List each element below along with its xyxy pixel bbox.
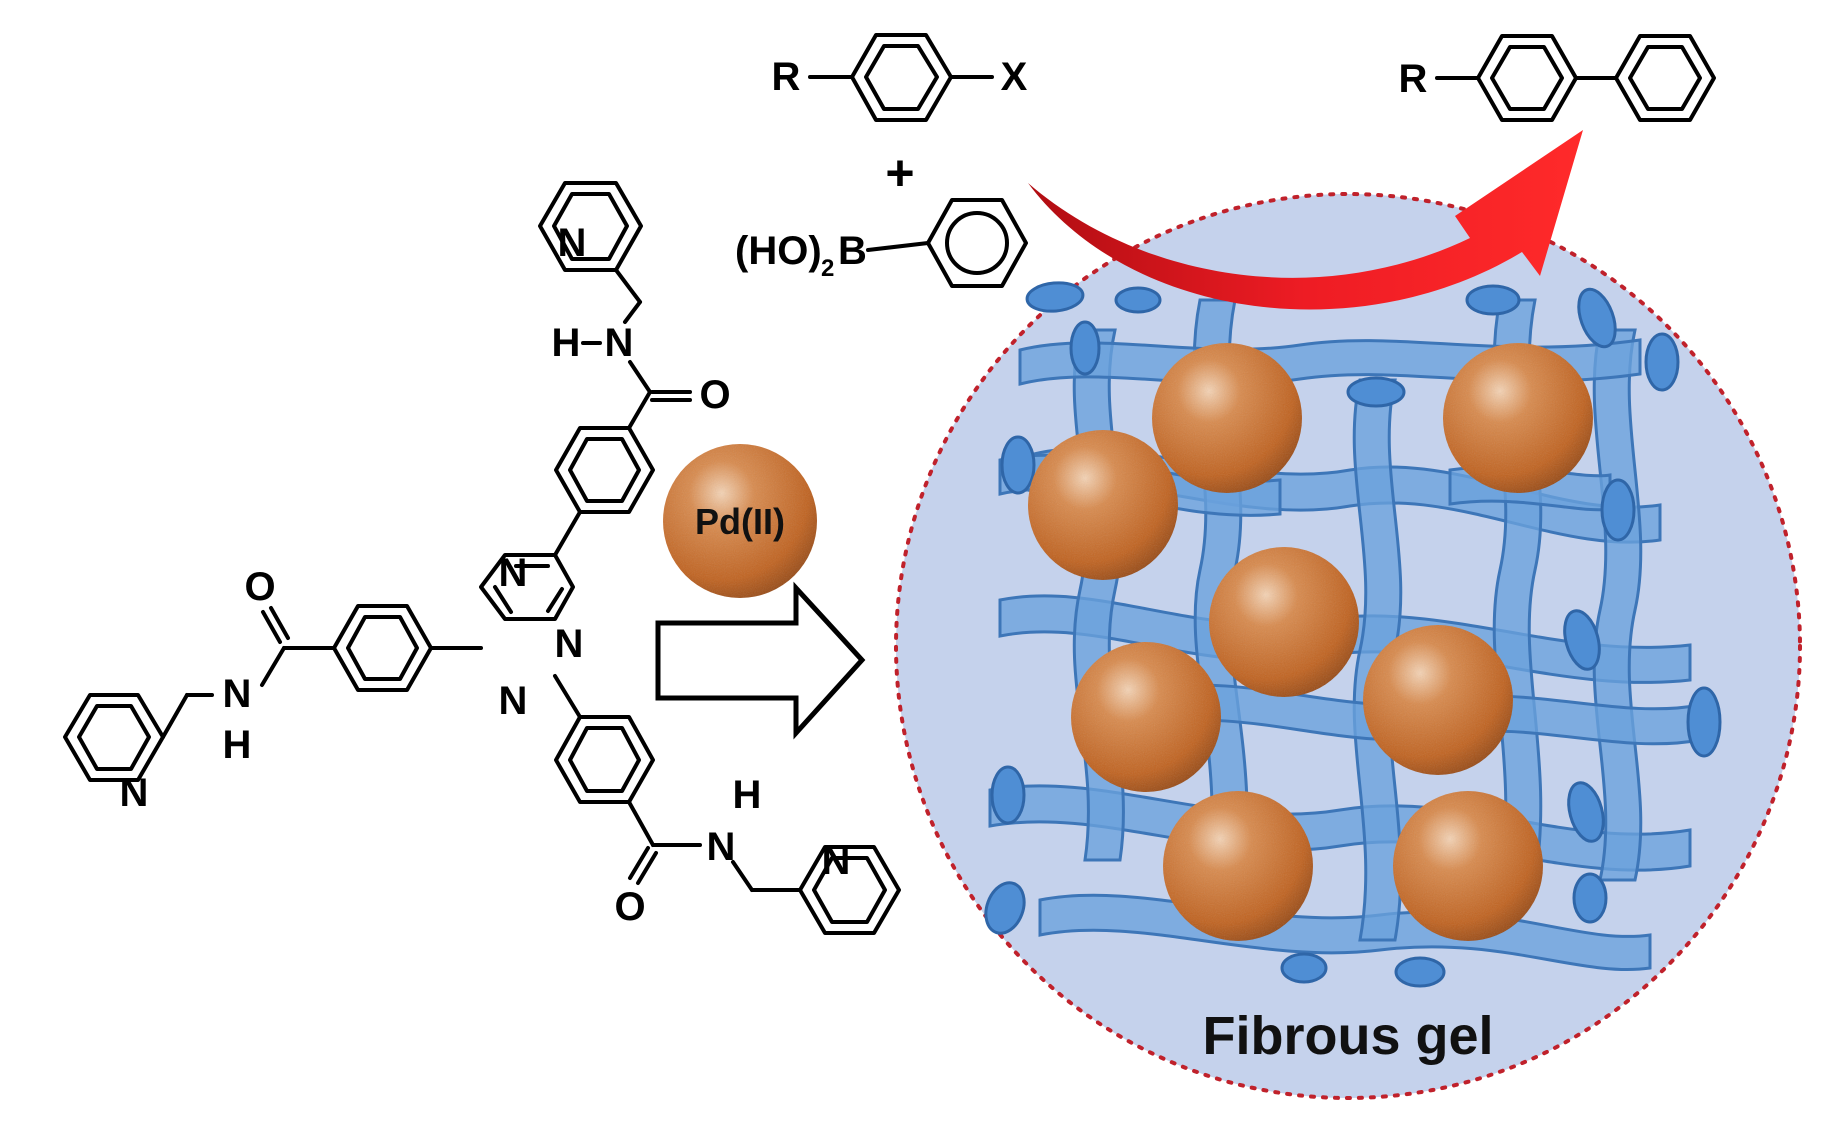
fiber-end <box>1600 478 1636 542</box>
atom-n-triazine-2: N <box>555 622 584 666</box>
aromatic-circle <box>945 211 1009 275</box>
fibrous-gel-network: Fibrous gel <box>894 192 1802 1100</box>
atom-n-bottom-amide: N <box>707 825 736 869</box>
atom-h-left-amide: H <box>223 723 252 767</box>
bond <box>731 860 754 892</box>
plus-sign: + <box>885 145 914 201</box>
biphenyl-product: R <box>1399 34 1716 122</box>
pd-particle-texture <box>1163 791 1313 941</box>
carbonyl-double-bond <box>261 610 282 644</box>
gel-label: Fibrous gel <box>1202 1006 1493 1066</box>
pd-particle-texture <box>1028 430 1178 580</box>
pd-catalyst: Pd(II) <box>663 444 817 598</box>
bond <box>553 674 582 719</box>
fiber-end <box>1644 332 1680 392</box>
carbonyl-double-bond <box>628 846 650 880</box>
bond <box>623 300 642 324</box>
bond <box>627 390 652 430</box>
fiber-end <box>1686 686 1722 758</box>
atom-n-bottom-pyridine: N <box>822 839 851 883</box>
pyridine-ring <box>63 693 165 782</box>
atom-h-bottom-amide: H <box>733 773 762 817</box>
fiber-end <box>1280 952 1328 984</box>
aryl-halide: R X <box>772 33 1028 122</box>
fiber-end <box>1572 872 1608 924</box>
pd-sphere-texture <box>663 444 817 598</box>
boronic-subscript: 2 <box>821 255 834 282</box>
fiber-end <box>1025 281 1085 313</box>
benzene-inner-ring <box>568 726 641 793</box>
benzene-ring <box>1614 34 1716 122</box>
triazine-double-bond <box>493 585 513 614</box>
carbonyl-double-bond <box>269 606 290 640</box>
atom-n-left-pyridine: N <box>120 771 149 815</box>
bond <box>866 241 930 252</box>
benzene-inner-ring <box>346 615 419 681</box>
bond <box>553 510 582 557</box>
fiber-end <box>1000 435 1036 495</box>
leaving-group-label: X <box>1001 55 1028 99</box>
bond <box>614 268 642 304</box>
benzene-inner-ring <box>1628 45 1702 111</box>
pyridine-ring <box>798 845 901 935</box>
fiber-end <box>1563 609 1601 671</box>
pd-particle-texture <box>1152 343 1302 493</box>
fiber-end <box>1567 781 1605 843</box>
boronic-prefix-text: (HO) <box>735 229 822 273</box>
triazine-double-bond <box>546 587 564 613</box>
triazine-ligand: N N H O N N N O N H N <box>63 181 901 935</box>
fiber-end <box>1346 376 1406 408</box>
fiber-end <box>984 881 1026 935</box>
atom-o-top-carbonyl: O <box>699 373 730 417</box>
pyridine-inner-ring <box>812 856 887 924</box>
pd-particle-texture <box>1209 547 1359 697</box>
boron-label: B <box>838 229 867 273</box>
fiber-end <box>990 765 1026 825</box>
fiber-end <box>1394 956 1446 988</box>
pyridine-ring <box>538 181 643 272</box>
carbonyl-double-bond <box>636 851 658 885</box>
atom-o-bottom-carbonyl: O <box>614 885 645 929</box>
pd-particle-texture <box>1363 625 1513 775</box>
boronic-prefix: (HO) <box>735 229 822 273</box>
atom-n-left-amide: N <box>223 672 252 716</box>
pd-particles <box>1028 343 1593 941</box>
atom-n-triazine-1: N <box>499 551 528 595</box>
pyridine-inner-ring <box>552 192 629 261</box>
atom-n-triazine-3: N <box>499 679 528 723</box>
fiber-end <box>1465 284 1521 316</box>
pd-particle-texture <box>1071 642 1221 792</box>
benzene-inner-ring <box>864 44 939 111</box>
atom-o-left-carbonyl: O <box>244 565 275 609</box>
pd-label: Pd(II) <box>695 501 785 542</box>
bond <box>628 360 652 394</box>
phenylboronic-acid: (HO) 2 B <box>735 198 1028 288</box>
benzene-inner-ring <box>1490 45 1564 111</box>
atom-h-top-amide: H <box>552 321 581 365</box>
fiber-end <box>1577 287 1617 349</box>
pd-particle-texture <box>1393 791 1543 941</box>
pd-particle-texture <box>1443 343 1593 493</box>
atom-n-top-amide: N <box>605 321 634 365</box>
pyridine-inner-ring <box>77 704 151 771</box>
reaction-arrow <box>1028 130 1583 310</box>
atom-n-top-pyridine: N <box>558 221 587 265</box>
bond <box>260 646 286 687</box>
reactant-r-label: R <box>772 55 801 99</box>
fiber-end <box>1069 320 1101 376</box>
benzene-ring <box>926 198 1028 288</box>
bond <box>627 800 655 847</box>
bond <box>161 693 189 739</box>
hollow-arrow <box>655 581 866 740</box>
product-r-label: R <box>1399 57 1428 101</box>
triazine-ring <box>479 553 575 621</box>
fiber-end <box>1114 286 1162 314</box>
benzene-inner-ring <box>568 437 641 503</box>
